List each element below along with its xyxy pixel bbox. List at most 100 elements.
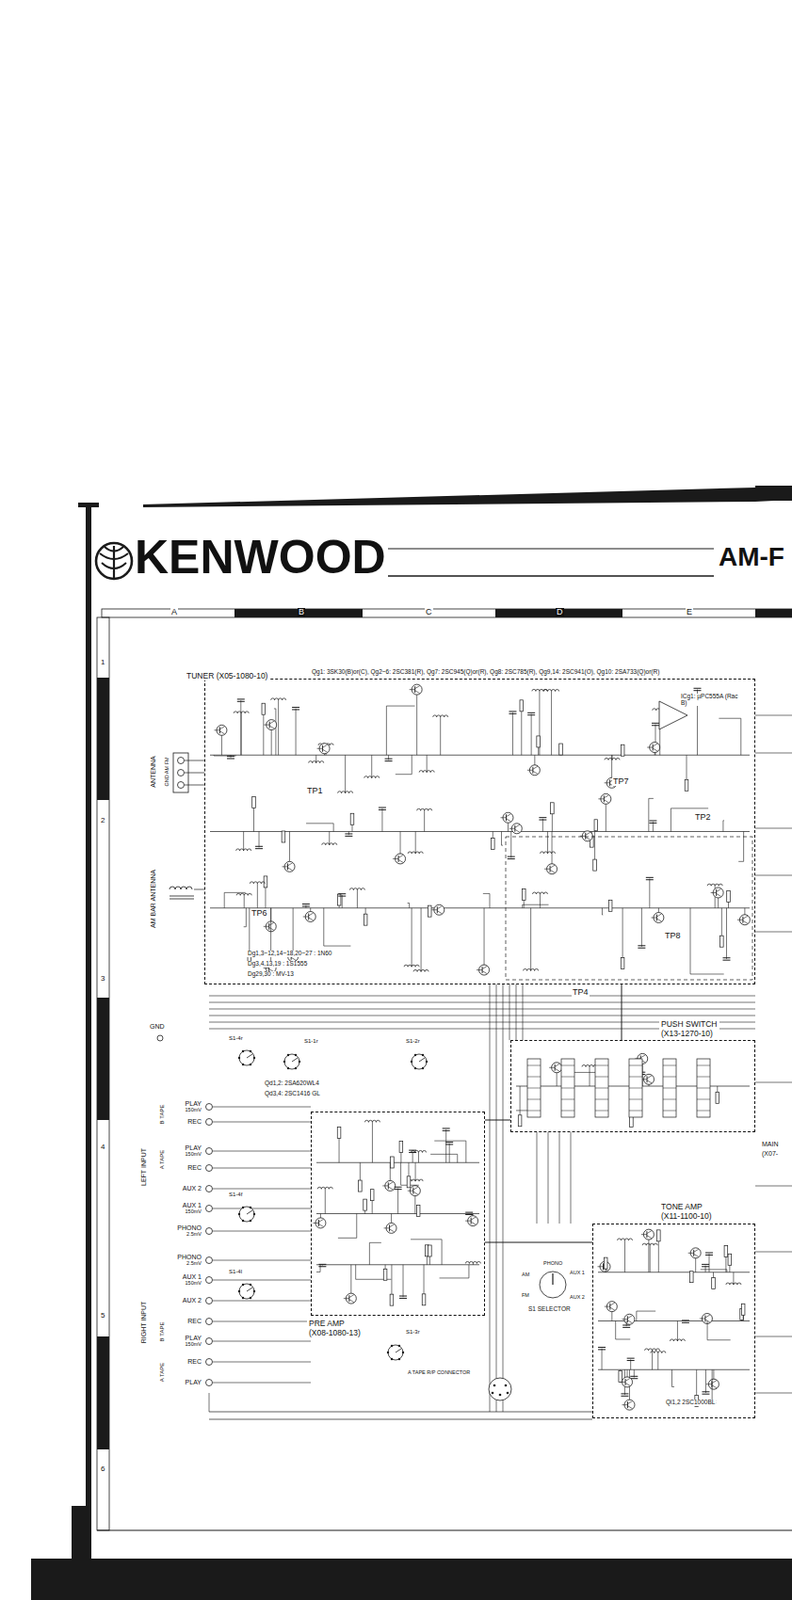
transistor-lead (688, 1253, 695, 1255)
wire (397, 1188, 399, 1214)
capacitor-plate (291, 707, 300, 709)
wire (316, 1272, 321, 1274)
wire (193, 889, 205, 891)
wire (395, 774, 412, 776)
wire (445, 1130, 447, 1164)
grid-reference: 3 (99, 975, 106, 984)
wire (615, 1339, 631, 1341)
coil-symbol (322, 843, 338, 846)
wire (410, 1239, 442, 1241)
connector-pin (491, 1392, 495, 1396)
transistor-lead (349, 1295, 355, 1299)
wire (386, 706, 415, 708)
wire (184, 760, 205, 762)
jack-wire (212, 1322, 311, 1324)
coil-symbol (650, 1352, 666, 1355)
capacitor-plate (646, 879, 654, 881)
wafer-switch-symbol (239, 1050, 255, 1067)
vertical-label: B TAPE (159, 1322, 165, 1344)
transistor-lead (646, 1231, 652, 1235)
transistor-lead (641, 1234, 647, 1236)
bus-wire (755, 753, 792, 755)
logo-leaf (99, 547, 129, 569)
wire (551, 832, 553, 871)
transistor-lead (413, 1192, 419, 1196)
coil-symbol (645, 1349, 661, 1352)
coil-symbol (465, 1261, 481, 1264)
switch-contact (398, 1345, 401, 1348)
wire (539, 894, 541, 909)
coil-symbol (617, 1239, 633, 1242)
wire (407, 903, 410, 905)
part-label: TP2 (694, 813, 712, 823)
switch-contact (294, 1067, 297, 1070)
transistor-lead (263, 926, 270, 928)
wire (677, 1322, 679, 1342)
wire (732, 1273, 734, 1286)
frame-line (96, 1531, 792, 1533)
resistor-symbol (491, 838, 496, 850)
rail-wire (316, 1264, 480, 1266)
module-title: PUSH SWITCH (661, 1019, 718, 1030)
wire (333, 824, 335, 833)
wire (224, 892, 246, 894)
transistor-lead (389, 1225, 395, 1229)
coil-symbol (308, 761, 324, 764)
din-connector (488, 1378, 512, 1402)
wire (341, 895, 343, 909)
switch-contact (242, 1207, 244, 1210)
capacitor-plate (445, 1142, 453, 1144)
transistor-lead (646, 1081, 652, 1084)
capacitor-plate (508, 711, 517, 712)
capacitor-plate (627, 1358, 635, 1360)
switch-contact (398, 1358, 401, 1361)
module-box: PUSH SWITCH(X13-1270-10) (510, 1040, 756, 1133)
transistor-lead (409, 689, 416, 691)
wire (295, 709, 297, 756)
switch-contact (294, 1054, 297, 1057)
wire (649, 1245, 651, 1274)
wire (323, 946, 352, 948)
jack-wire (212, 1362, 311, 1364)
switch-contact (410, 1061, 413, 1064)
coil-symbol (271, 698, 287, 701)
wire (465, 1141, 467, 1164)
jack-wire (212, 1341, 311, 1343)
jack-wire (212, 1107, 311, 1109)
switch-symbols (238, 1050, 566, 1402)
wire (614, 1322, 616, 1341)
part-label: Qd3,4: 2SC1416 GL (263, 1091, 322, 1099)
switch-contact (629, 1066, 643, 1067)
grid-reference: A (170, 608, 178, 617)
part-label: 150mV (184, 1342, 203, 1349)
corner-block (755, 485, 792, 502)
transistor-lead (482, 971, 487, 975)
switch-contact (414, 1054, 417, 1057)
wire (213, 756, 237, 758)
wire (434, 1141, 467, 1143)
transistor-lead (415, 691, 421, 695)
part-label: Dg29,30 : MV-13 (246, 971, 295, 979)
wire (641, 908, 643, 948)
column-bar (101, 609, 792, 618)
bus-wire (209, 1412, 593, 1414)
wire (690, 973, 725, 975)
left-border (85, 506, 92, 1564)
connector-pin (493, 1385, 497, 1389)
transistor-lead (627, 1406, 632, 1410)
vertical-label: LEFT INPUT (140, 1147, 147, 1188)
wire (624, 1241, 626, 1274)
coil-symbol (726, 1283, 742, 1286)
transistor-lead (533, 771, 538, 775)
bus-wire (496, 985, 498, 1413)
switch-contact (238, 1213, 241, 1216)
rail-wire (210, 831, 750, 833)
grid-reference: B (297, 608, 306, 617)
wire (501, 845, 503, 847)
wafer-switch-symbol (284, 1054, 300, 1070)
capacitor-plate (445, 1144, 453, 1146)
part-label: Qg1: 3SK30(B)or(C), Qg2~6: 2SC381(R), Qg… (310, 669, 661, 677)
column-bar-segment (495, 609, 623, 618)
capacitor-plate (598, 1349, 606, 1351)
capacitor-plate (705, 1255, 713, 1257)
